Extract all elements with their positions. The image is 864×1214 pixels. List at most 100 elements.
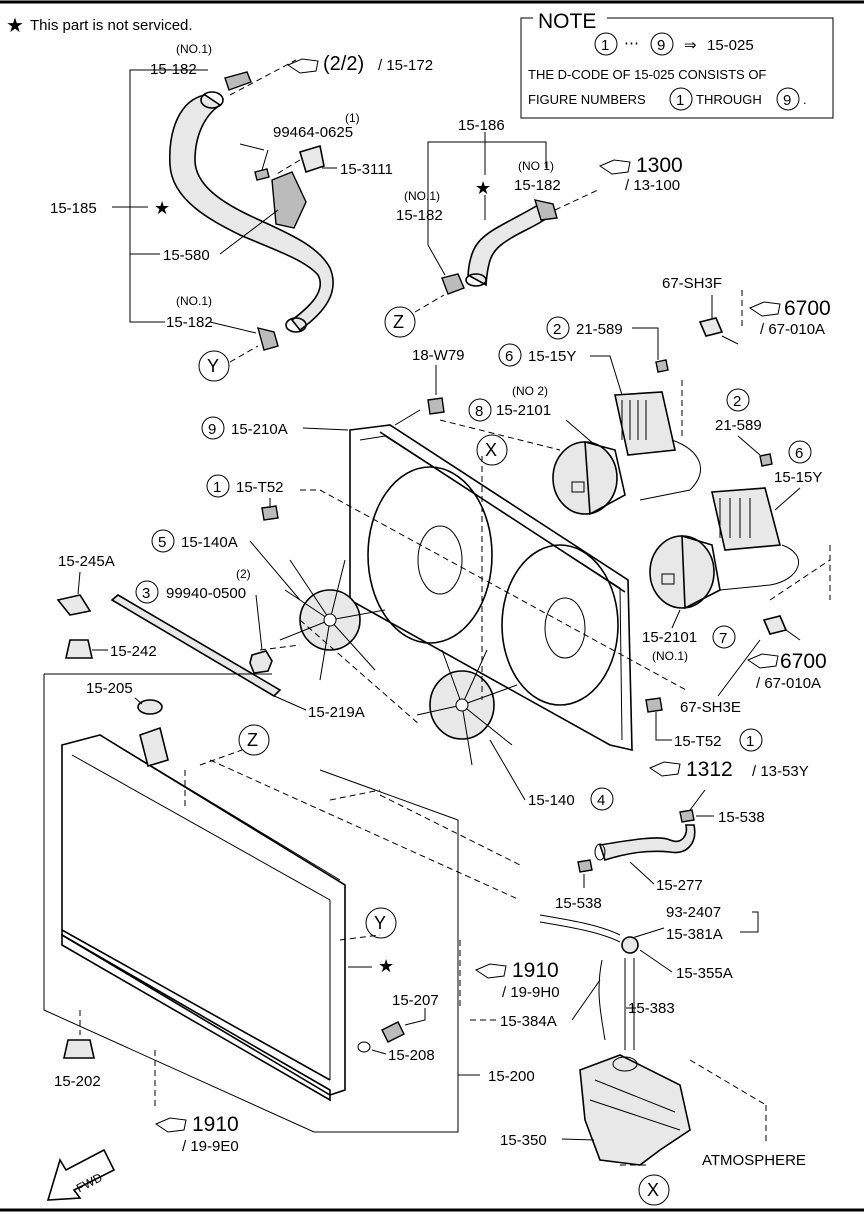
upper-hose-group: ★ (NO.1) 15-182 (2/2) / 15-172 (1) 99464… [50,42,433,382]
joint-icon [621,936,639,954]
right-fan-blade [416,649,518,766]
svg-text:1: 1 [213,479,221,496]
ref-arrow-icon-1910b [154,1117,187,1133]
svg-text:9: 9 [657,37,665,54]
resistor-group: 67-SH3F 6700 / 67-010A 2 21-589 6 15-15Y… [498,275,831,716]
svg-text:15-384A: 15-384A [500,1013,557,1030]
svg-text:(NO 1): (NO 1) [518,159,554,173]
svg-text:1: 1 [746,733,754,750]
bolt-top-icon [427,397,445,415]
svg-text:1910: 1910 [512,959,559,982]
svg-text:15-245A: 15-245A [58,553,115,570]
svg-text:Y: Y [207,356,219,376]
overflow-hose [539,914,621,936]
connector-top-icon [698,317,724,337]
clamp-left [441,273,465,295]
ref-arrow-icon-1300 [598,159,631,175]
callout-y-radiator [365,907,397,939]
svg-text:Y: Y [374,913,386,933]
svg-text:9: 9 [208,421,216,438]
svg-text:8: 8 [475,403,483,420]
svg-text:15-242: 15-242 [110,643,157,660]
oring-icon [357,1041,371,1053]
callout-x-reservoir [638,1174,670,1206]
left-fan-ring [367,466,493,644]
right-fan-ring [501,544,619,706]
svg-text:Z: Z [393,312,404,332]
svg-text:ATMOSPHERE: ATMOSPHERE [702,1152,806,1169]
cap-icon [137,699,163,715]
svg-text:15-210A: 15-210A [231,421,288,438]
vertical-hose [624,958,635,1050]
svg-text:/ 67-010A: / 67-010A [760,321,825,338]
coolant-hose [598,824,696,862]
svg-text:/ 19-9H0: / 19-9H0 [502,984,560,1001]
svg-text:15-355A: 15-355A [676,965,733,982]
svg-text:/ 13-100: / 13-100 [625,177,680,194]
clamp-bottom [257,327,279,351]
clamp-top [224,71,252,91]
clip-icon [299,144,325,174]
svg-text:15-277: 15-277 [656,877,703,894]
nut-icon [249,650,273,674]
svg-text:4: 4 [597,792,605,809]
svg-text:5: 5 [158,534,166,551]
svg-text:15-15Y: 15-15Y [528,348,576,365]
svg-text:THROUGH: THROUGH [696,92,762,107]
svg-text:21-589: 21-589 [576,321,623,338]
fan-assembly: 18-W79 9 15-210A 8 (NO 2) 15-2101 1 15-T… [110,347,763,811]
svg-text:15-219A: 15-219A [308,704,365,721]
svg-text:(NO.1): (NO.1) [652,649,688,663]
svg-text:15-140A: 15-140A [181,534,238,551]
svg-text:9: 9 [783,92,791,109]
svg-text:15-381A: 15-381A [666,926,723,943]
svg-text:15-538: 15-538 [555,895,602,912]
svg-text:1: 1 [601,37,609,54]
svg-text:15-200: 15-200 [488,1068,535,1085]
connector-bot-icon [762,615,788,635]
star-marker: ★ [154,198,170,218]
svg-text:15-025: 15-025 [707,37,754,54]
svg-text:/ 67-010A: / 67-010A [756,675,821,692]
bolt-left-icon [261,505,279,521]
ref-arrow-icon-1910a [474,963,507,979]
svg-text:FIGURE NUMBERS: FIGURE NUMBERS [528,92,646,107]
svg-text:15-3111: 15-3111 [340,161,393,178]
svg-text:15-205: 15-205 [86,680,133,697]
svg-text:6700: 6700 [780,650,827,673]
bracket-icon [56,594,92,616]
svg-text:15-140: 15-140 [528,792,575,809]
svg-text:(1): (1) [345,111,360,125]
reservoir-group: 1312 / 13-53Y 15-538 15-538 15-277 93-24… [459,758,809,1206]
svg-text:15-207: 15-207 [392,992,439,1009]
lower-hose [467,203,545,287]
tube-icon [598,959,606,1041]
upper-hose [169,94,334,332]
svg-text:⋯: ⋯ [624,35,639,52]
svg-text:3: 3 [142,585,150,602]
ref-arrow-icon-6700b [746,653,779,669]
bolt-icon [254,168,270,181]
left-fan-blade [279,559,386,681]
legend: ★ This part is not serviced. [6,15,193,37]
svg-text:X: X [485,440,497,460]
svg-text:67-SH3E: 67-SH3E [680,699,741,716]
reservoir-tank [579,1054,691,1166]
svg-text:15-580: 15-580 [163,247,210,264]
fan-motor-no1 [649,534,721,610]
fan-motor-no2 [552,440,626,516]
svg-text:(NO 2): (NO 2) [512,384,548,398]
svg-text:⇒: ⇒ [684,37,697,54]
svg-text:15-2101: 15-2101 [496,402,551,419]
star-marker-radiator: ★ [378,956,394,976]
svg-text:99940-0500: 99940-0500 [166,585,246,602]
clamp-bot-icon [577,859,593,873]
svg-text:.: . [803,92,807,107]
seal-strip [110,594,282,698]
svg-text:(NO.1): (NO.1) [404,189,440,203]
svg-text:X: X [647,1180,659,1200]
resistor-module-1 [614,391,676,456]
lower-hose-group: ★ 15-186 (NO 1) 15-182 (NO.1) 15-182 130… [384,117,683,338]
svg-text:2: 2 [553,321,561,338]
callout-z-radiator [238,724,270,756]
